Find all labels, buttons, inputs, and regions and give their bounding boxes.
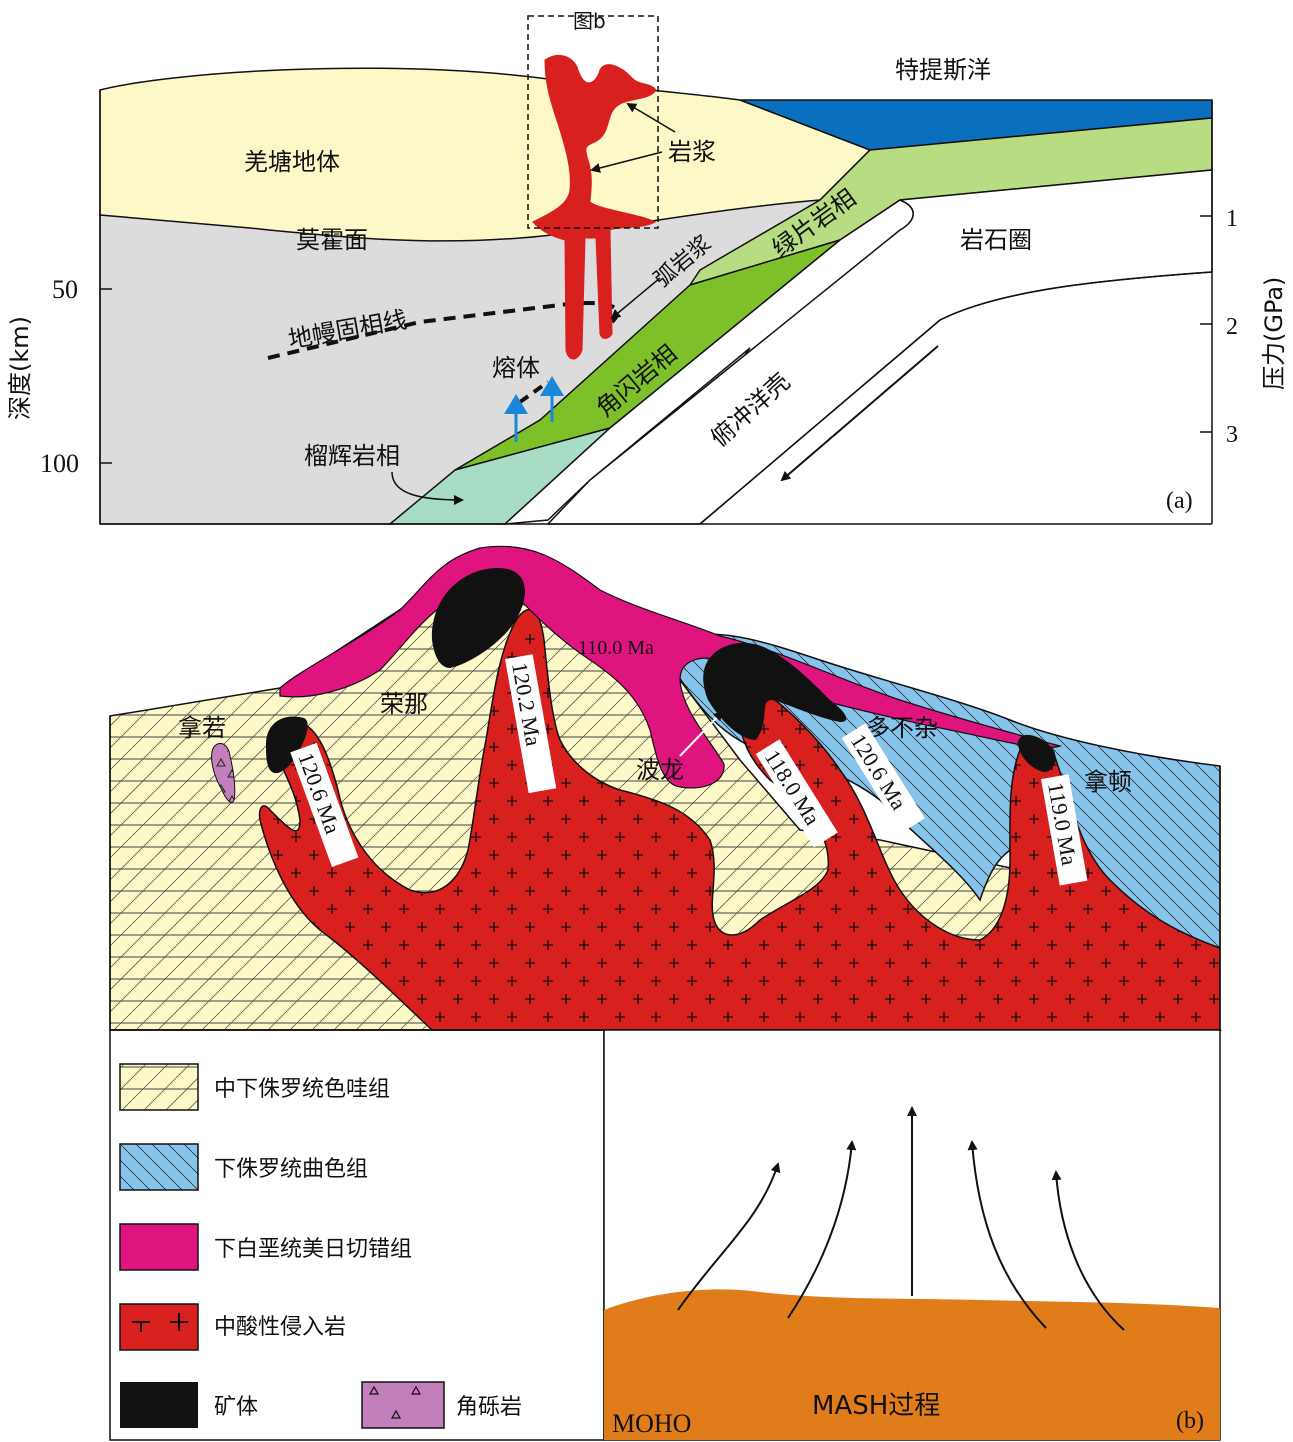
ore-body-rongna bbox=[431, 568, 525, 668]
legend-swatch-ore bbox=[120, 1382, 198, 1428]
qiangtang-terrane bbox=[99, 67, 872, 242]
bolong-arrow bbox=[679, 710, 724, 757]
pressure-axis-label: 压力(GPa) bbox=[1260, 277, 1288, 390]
legend-label-meiriqiecuo: 下白垩统美日切错组 bbox=[214, 1237, 412, 1262]
breccia-body bbox=[211, 743, 236, 803]
eclogite-label: 榴辉岩相 bbox=[304, 442, 400, 470]
moho-layer bbox=[604, 1289, 1220, 1440]
panel-b-tag: (b) bbox=[1176, 1408, 1204, 1434]
ascent-arrow-5 bbox=[1051, 1170, 1125, 1331]
subduction-direction-arrow bbox=[780, 345, 939, 482]
ascent-arrow-4 bbox=[967, 1140, 1047, 1329]
duobuza-label: 多不杂 bbox=[866, 714, 938, 742]
magma-arrow-lower bbox=[590, 151, 663, 173]
arc-magma-arrow bbox=[610, 277, 661, 320]
nadun-label: 拿顿 bbox=[1084, 768, 1132, 796]
pressure-tick-3: 3 bbox=[1226, 422, 1238, 448]
naruo-label: 拿若 bbox=[178, 714, 226, 742]
mash-panel: MASH过程 MOHO (b) bbox=[603, 1029, 1221, 1441]
lithosphere-base bbox=[699, 271, 1213, 525]
magma-label: 岩浆 bbox=[668, 138, 716, 166]
ascent-arrow-1 bbox=[677, 1162, 781, 1311]
magma-arrow-upper bbox=[626, 102, 676, 133]
ascent-arrow-2 bbox=[787, 1140, 857, 1319]
mash-process-label: MASH过程 bbox=[812, 1391, 940, 1421]
ascent-arrows bbox=[677, 1106, 1125, 1331]
panel-a-tag: (a) bbox=[1166, 488, 1193, 514]
depth-axis-label: 深度(km) bbox=[6, 316, 34, 420]
moho-surface-label: 莫霍面 bbox=[296, 226, 368, 254]
pressure-tick-1: 1 bbox=[1226, 206, 1238, 232]
panel-a: 图b 特提斯洋 羌塘地体 岩浆 莫霍面 弧岩浆 绿片岩相 岩石圈 地幔固相线 熔… bbox=[6, 9, 1288, 525]
melt-dashed-line bbox=[518, 380, 550, 404]
ore-body-nadun bbox=[1018, 734, 1056, 772]
tethys-ocean-label: 特提斯洋 bbox=[895, 56, 991, 84]
legend: 中下侏罗统色哇组 下侏罗统曲色组 下白垩统美日切错组 中酸性侵入岩 矿体 角砾岩 bbox=[109, 1029, 605, 1441]
pressure-axis: 1 2 3 压力(GPa) bbox=[1200, 100, 1288, 524]
depth-tick-100: 100 bbox=[40, 449, 79, 478]
ore-body-bolong bbox=[703, 642, 847, 740]
depth-tick-50: 50 bbox=[52, 275, 78, 304]
bolong-label: 波龙 bbox=[636, 756, 684, 784]
legend-label-breccia: 角砾岩 bbox=[456, 1395, 522, 1420]
legend-label-ore: 矿体 bbox=[214, 1395, 258, 1420]
magma-body bbox=[532, 55, 657, 360]
rongna-label: 荣那 bbox=[380, 690, 428, 718]
legend-swatch-breccia bbox=[361, 1381, 445, 1429]
legend-swatch-sewa bbox=[119, 1063, 199, 1111]
legend-swatch-quse bbox=[119, 1143, 199, 1191]
legend-label-quse: 下侏罗统曲色组 bbox=[214, 1157, 368, 1182]
pressure-tick-2: 2 bbox=[1226, 314, 1238, 340]
panel-b-section: 拿若 荣那 波龙 多不杂 拿顿 110.0 Ma 120.2 Ma 120.6 … bbox=[109, 545, 1223, 1031]
depth-axis: 50 100 深度(km) bbox=[6, 90, 112, 524]
melt-upwelling-arrows bbox=[504, 376, 564, 442]
legend-label-sewa: 中下侏罗统色哇组 bbox=[214, 1077, 390, 1102]
figure-b-box-label: 图b bbox=[573, 9, 606, 33]
melt-label: 熔体 bbox=[492, 354, 540, 382]
age-110-label: 110.0 Ma bbox=[578, 637, 654, 659]
lithosphere-label: 岩石圈 bbox=[960, 226, 1032, 254]
moho-label: MOHO bbox=[612, 1409, 691, 1438]
legend-swatch-meiriqiecuo bbox=[119, 1223, 199, 1271]
ore-body-naruo bbox=[266, 716, 308, 774]
legend-label-intrusive: 中酸性侵入岩 bbox=[214, 1315, 346, 1340]
legend-swatch-intrusive bbox=[119, 1303, 199, 1351]
qiangtang-label: 羌塘地体 bbox=[244, 148, 340, 176]
eclogite-arrow bbox=[391, 471, 464, 505]
